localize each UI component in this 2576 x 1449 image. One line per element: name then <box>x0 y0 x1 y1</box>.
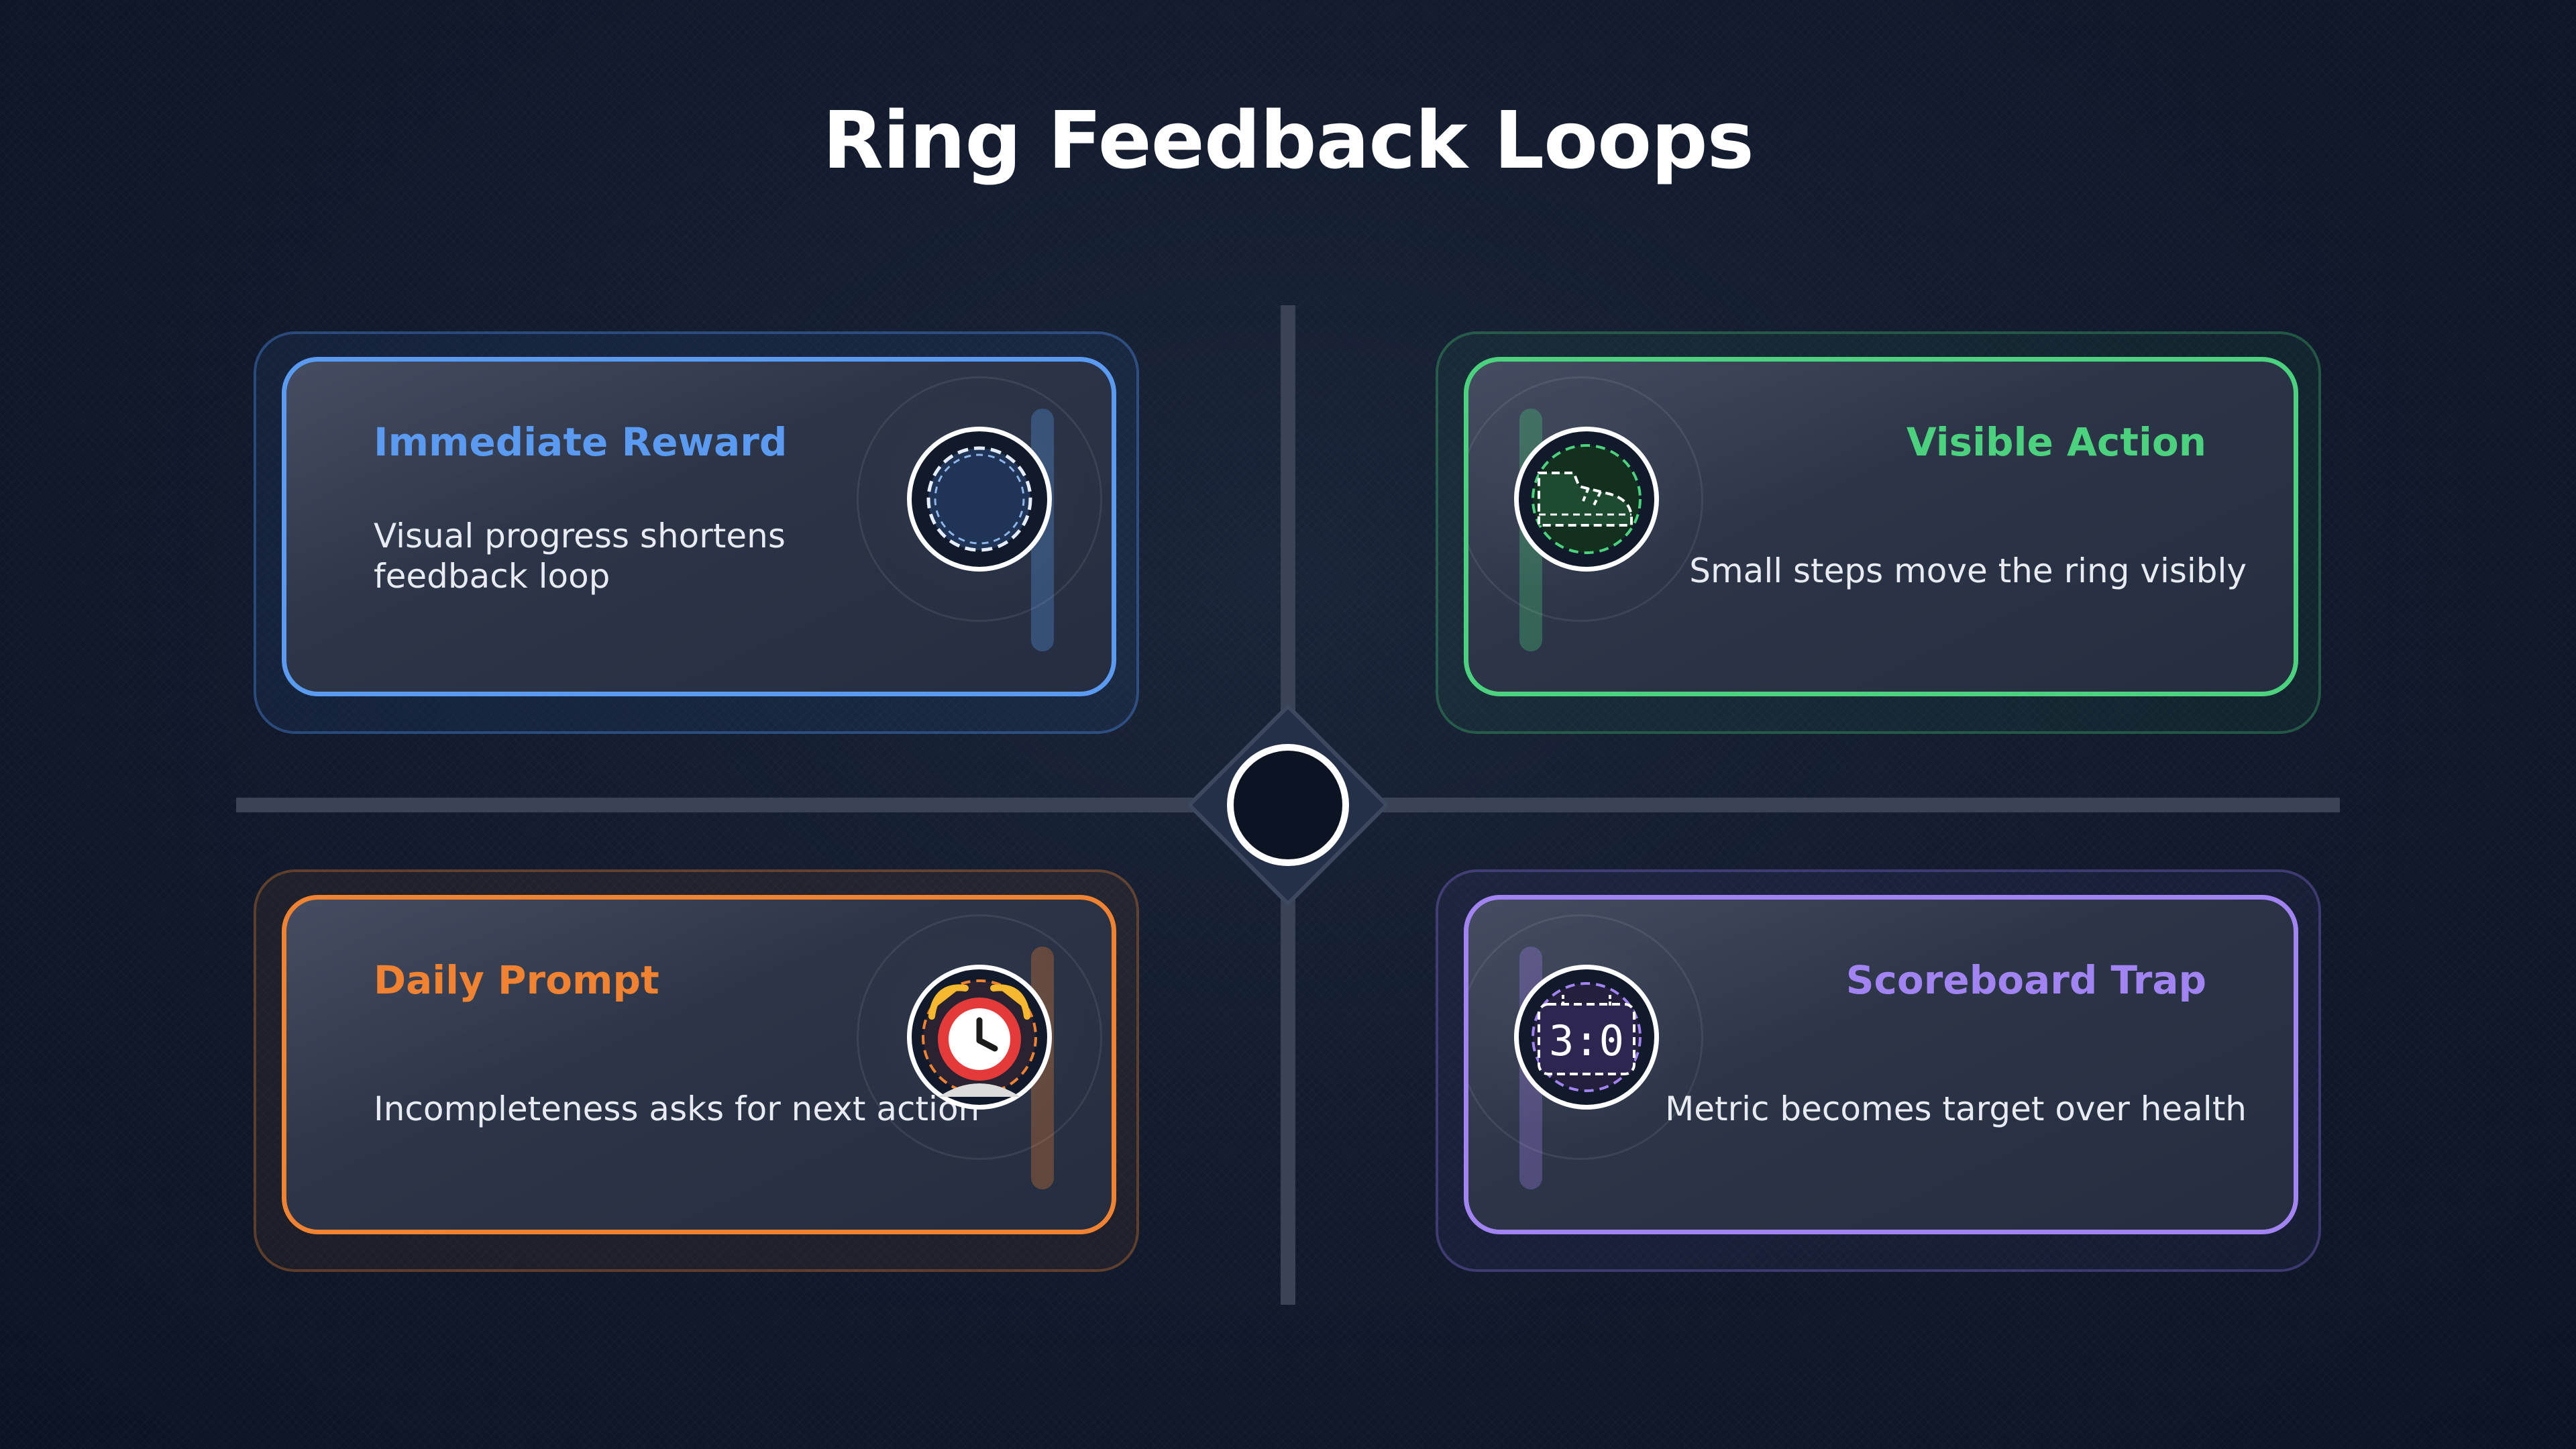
shoe-icon <box>1514 427 1659 572</box>
card-title: Immediate Reward <box>374 419 788 465</box>
card-description-line: feedback loop <box>374 557 610 596</box>
card-scoreboard-trap-panel: Scoreboard Trap Metric becomes target ov… <box>1464 895 2298 1234</box>
card-immediate-reward-panel: Immediate Reward Visual progress shorten… <box>282 357 1116 696</box>
card-description: Small steps move the ring visibly <box>1689 551 2247 590</box>
scoreboard-icon: 3:0 <box>1514 965 1659 1110</box>
alarm-clock-icon-graphic <box>922 979 1037 1097</box>
card-description: Metric becomes target over health <box>1665 1089 2247 1128</box>
card-title: Daily Prompt <box>374 957 659 1003</box>
card-description: Visual progress shortens feedback loop <box>374 516 786 596</box>
alarm-clock-icon <box>907 965 1052 1110</box>
card-visible-action: Visible Action Small steps move the ring… <box>1436 331 2321 734</box>
card-daily-prompt: Daily Prompt Incompleteness asks for nex… <box>254 869 1139 1272</box>
card-description: Incompleteness asks for next action <box>374 1089 980 1128</box>
dashed-ring-icon-graphic <box>926 446 1032 552</box>
card-daily-prompt-panel: Daily Prompt Incompleteness asks for nex… <box>282 895 1116 1234</box>
page-title: Ring Feedback Loops <box>822 94 1754 186</box>
card-title: Scoreboard Trap <box>1845 957 2206 1003</box>
card-title: Visible Action <box>1906 419 2206 465</box>
dashed-ring-icon <box>907 427 1052 572</box>
card-description-line: Visual progress shortens <box>374 517 786 555</box>
card-visible-action-panel: Visible Action Small steps move the ring… <box>1464 357 2298 696</box>
shoe-icon-graphic <box>1532 444 1642 554</box>
card-immediate-reward: Immediate Reward Visual progress shorten… <box>254 331 1139 734</box>
scoreboard-icon-graphic: 3:0 <box>1532 982 1642 1092</box>
card-scoreboard-trap: Scoreboard Trap Metric becomes target ov… <box>1436 869 2321 1272</box>
scoreboard-score: 3:0 <box>1549 1016 1624 1065</box>
center-hub-circle <box>1227 744 1349 866</box>
